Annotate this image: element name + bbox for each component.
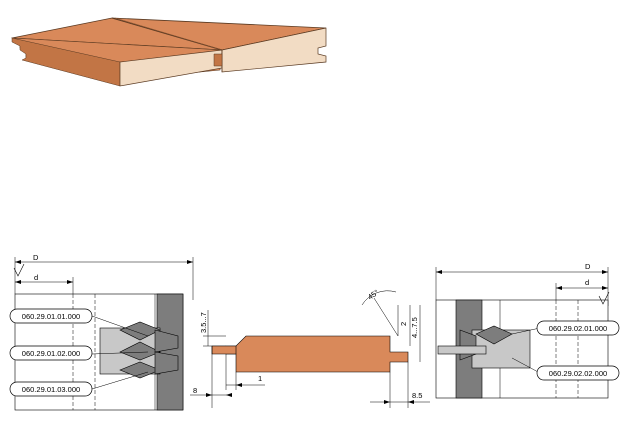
roughness-icon xyxy=(598,291,610,305)
panel-illustration xyxy=(11,17,327,87)
roughness-icon xyxy=(13,263,25,277)
left-code-2: 060.29.01.02.000 xyxy=(9,345,93,361)
dim-chamfer-depth: 2 xyxy=(399,322,408,326)
code-060-29-01-03: 060.29.01.03.000 xyxy=(22,385,80,394)
dim-D-left: D xyxy=(33,253,39,262)
right-code-2: 060.29.02.02.000 xyxy=(536,365,620,381)
dim-groove-depth: 4...7.5 xyxy=(410,317,419,338)
left-code-1: 060.29.01.01.000 xyxy=(9,308,93,324)
code-060-29-01-01: 060.29.01.01.000 xyxy=(22,312,80,321)
dim-d-right: d xyxy=(585,278,589,287)
code-060-29-01-02: 060.29.01.02.000 xyxy=(22,349,80,358)
dim-right-offset: 8.5 xyxy=(412,391,422,400)
dim-left-offset: 8 xyxy=(193,386,197,395)
dim-d-left: d xyxy=(34,273,38,282)
code-060-29-02-01: 060.29.02.01.000 xyxy=(549,324,607,333)
board-profile: 3.5...7 8 1 45° 2 4...7.5 8.5 xyxy=(190,288,430,408)
code-060-29-02-02: 060.29.02.02.000 xyxy=(549,369,607,378)
dim-left-gap: 1 xyxy=(258,374,262,383)
right-cutter xyxy=(435,267,609,399)
dim-chamfer-angle: 45° xyxy=(366,288,380,302)
left-code-3: 060.29.01.03.000 xyxy=(9,381,93,397)
dim-tongue-depth: 3.5...7 xyxy=(199,312,208,333)
right-code-1: 060.29.02.01.000 xyxy=(536,320,620,336)
dim-D-right: D xyxy=(585,262,591,271)
